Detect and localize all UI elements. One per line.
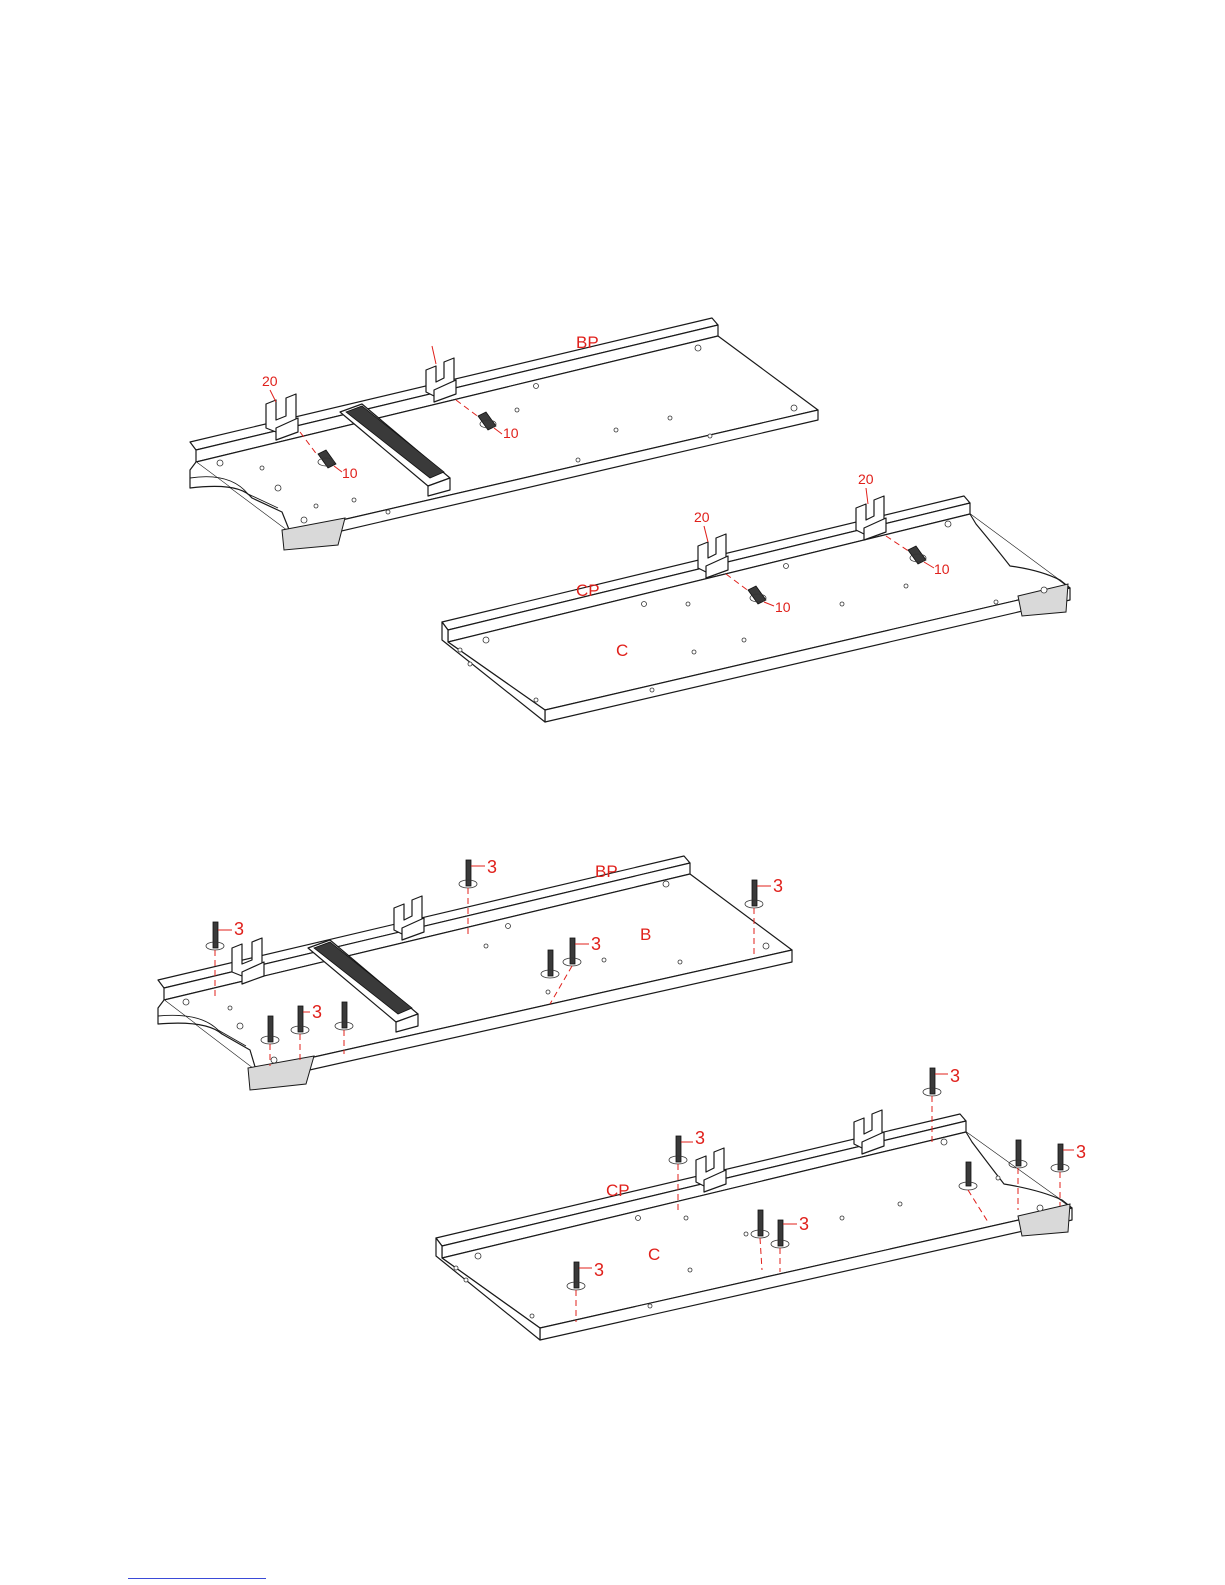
callout-10-step1-c1: 10	[775, 599, 791, 615]
callout-3-s2j: 3	[594, 1260, 604, 1280]
callout-3-s2c: 3	[773, 876, 783, 896]
callout-20-step1-c2: 20	[858, 471, 874, 487]
callout-3-s2h: 3	[1076, 1142, 1086, 1162]
step2-panel-c-assembly: CP C 3 3 3 3 3	[436, 1066, 1086, 1340]
step1-panel-c-assembly: CP C 20 20 10 10	[442, 471, 1070, 722]
callout-20-step1: 20	[262, 373, 278, 389]
label-c-step2: C	[648, 1245, 660, 1264]
callout-10-step1-c2: 10	[934, 561, 950, 577]
callout-3-s2e: 3	[312, 1002, 322, 1022]
label-bp-step2: BP	[595, 862, 618, 881]
callout-3-s2i: 3	[799, 1214, 809, 1234]
label-cp-step2: CP	[606, 1181, 630, 1200]
label-cp-step1: CP	[576, 581, 600, 600]
callout-3-s2f: 3	[695, 1128, 705, 1148]
step2-panel-b-assembly: BP B 3 3 3 3 3	[158, 856, 792, 1090]
label-b-step2: B	[640, 925, 651, 944]
footer-link-underline[interactable]	[128, 1578, 266, 1579]
label-c-step1: C	[616, 641, 628, 660]
callout-10-step1a: 10	[342, 465, 358, 481]
callout-3-s2b: 3	[487, 857, 497, 877]
step1-panel-b-assembly: BP 20 10 10	[190, 318, 818, 550]
callout-10-step1b: 10	[503, 425, 519, 441]
callout-3-s2d: 3	[591, 934, 601, 954]
label-bp-step1: BP	[576, 333, 599, 352]
callout-3-s2a: 3	[234, 919, 244, 939]
callout-3-s2g: 3	[950, 1066, 960, 1086]
callout-20-step1-c1: 20	[694, 509, 710, 525]
